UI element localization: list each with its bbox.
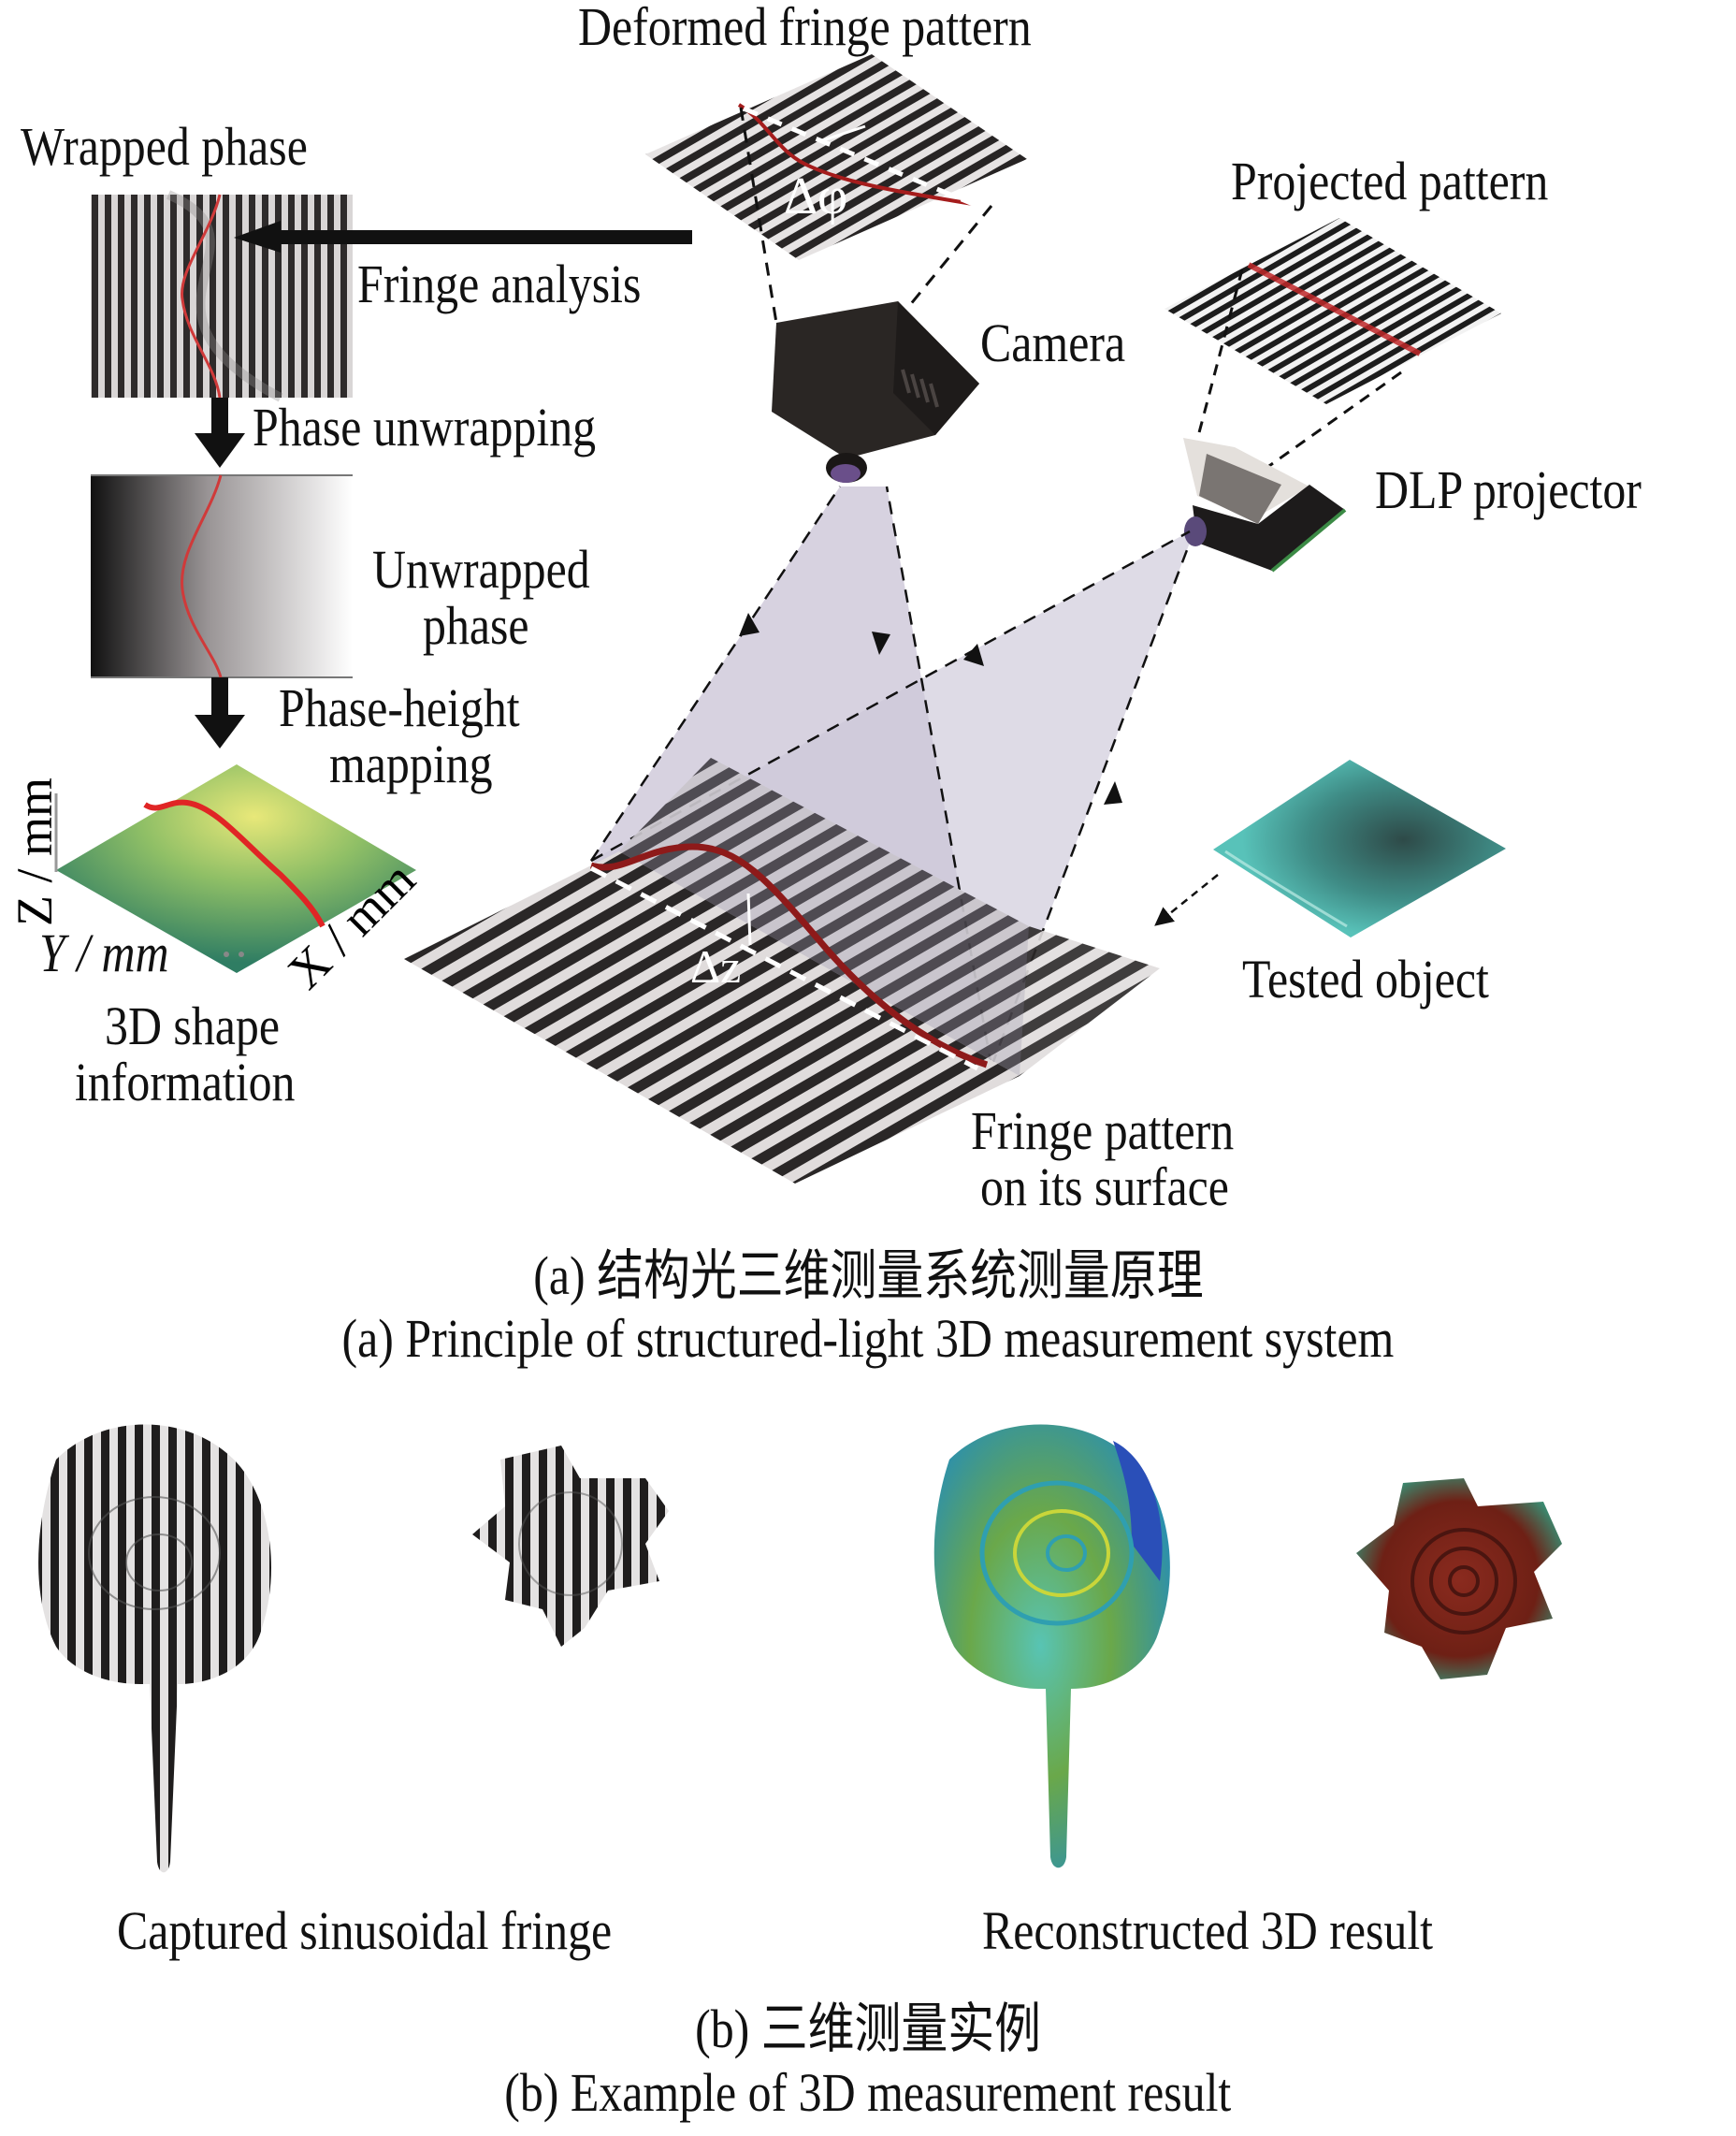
projector-dashed-lines [1195,269,1402,479]
shape-red-line [143,799,326,928]
dlp-projector-label: DLP projector [1375,459,1642,520]
caption-a-chinese-text: (a) 结构光三维测量系统测量原理 [532,1245,1204,1306]
reference-dashed-line [743,106,978,209]
reference-red-line [737,103,974,206]
phase-unwrapping-arrow [195,398,245,468]
caption-b-english: (b) Example of 3D measurement result [0,2066,1736,2120]
deformed-fringe-pattern-image: Δφ [645,54,1027,260]
captured-rose-fringe-image [38,1424,271,1873]
surface-red-line [589,843,989,1068]
caption-a-english-text: (a) Principle of structured-light 3D mea… [341,1308,1395,1369]
delta-z-label: Δz [690,940,741,993]
caption-a-chinese: (a) 结构光三维测量系统测量原理 [0,1249,1736,1303]
phase-height-mapping-label-line2: mapping [329,734,493,794]
camera-label: Camera [980,312,1126,373]
projected-pattern-image [1165,218,1501,404]
captured-sinusoidal-fringe-label: Captured sinusoidal fringe [117,1900,613,1961]
unwrapped-red-line [181,474,223,678]
3d-shape-info-label-line1: 3D shape [105,995,281,1056]
tested-object-image [1154,760,1506,937]
fringe-analysis-label: Fringe analysis [357,254,642,314]
unwrapped-phase-label-line1: Unwrapped [372,539,590,600]
dlp-projector-icon [1183,438,1347,573]
wrapped-phase-label: Wrapped phase [21,116,308,177]
reconstructed-fan-image [1356,1478,1562,1679]
reconstructed-rose-image [933,1424,1170,1868]
phase-height-mapping-label-line1: Phase-height [279,677,520,738]
surface-dashed-line [589,865,979,1071]
phase-unwrapping-label: Phase unwrapping [253,397,597,458]
direction-arrowheads [739,613,1122,805]
caption-b-chinese-text: (b) 三维测量实例 [695,1998,1041,2059]
axis-z-label: Z / mm [7,777,63,926]
wrapped-phase-image [91,190,353,402]
delta-phi-label: Δφ [784,167,847,225]
phase-height-mapping-arrow [195,677,245,748]
captured-fan-fringe-image [472,1446,669,1647]
fringe-surface-label-line1: Fringe pattern [971,1100,1235,1161]
tested-object-label: Tested object [1242,949,1489,1010]
projected-pattern-label: Projected pattern [1231,151,1549,211]
fringe-pattern-on-surface-image: Δz [404,758,1160,1184]
unwrapped-phase-label-line2: phase [423,595,529,656]
caption-b-chinese: (b) 三维测量实例 [0,2002,1736,2056]
fringe-surface-label-line2: on its surface [980,1156,1229,1217]
3d-shape-info-label-line2: information [75,1052,296,1112]
wrapped-red-line [181,194,222,399]
reconstructed-3d-result-label: Reconstructed 3D result [982,1900,1434,1961]
fringe-analysis-arrow [234,221,692,253]
axis-y-label: Y / mm [39,923,169,983]
caption-b-english-text: (b) Example of 3D measurement result [504,2062,1232,2123]
deformed-fringe-pattern-label: Deformed fringe pattern [578,0,1032,57]
caption-a-english: (a) Principle of structured-light 3D mea… [0,1312,1736,1366]
unwrapped-phase-image [91,474,353,678]
projected-red-line [1247,262,1422,356]
camera-icon [772,301,979,483]
